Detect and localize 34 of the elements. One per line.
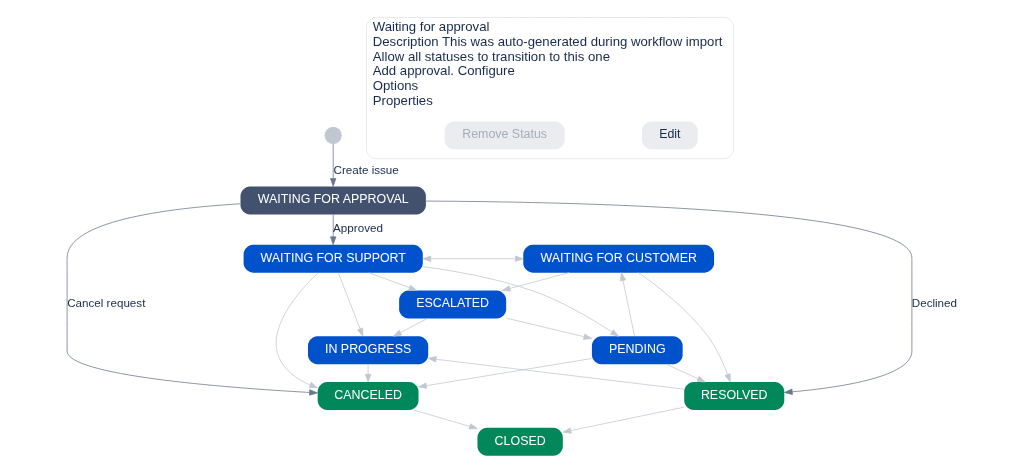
arrow [368,272,418,291]
arrow [393,318,428,337]
node-box: CANCELED [317,382,419,410]
arrow [422,255,524,262]
arrow [337,272,364,337]
arrow [422,266,619,337]
node-box: ESCALATED [399,290,507,319]
node-box: IN PROGRESS [308,336,429,365]
arrow [365,363,372,383]
arrow [418,358,592,389]
arrow [66,203,318,396]
arrow [562,406,685,434]
arrow [413,409,478,430]
arrow [501,272,570,292]
arrow [330,143,337,187]
node-box: CLOSED [477,427,563,456]
arrow [275,272,319,389]
arrow [638,272,731,383]
node-box: WAITING FOR CUSTOMER [523,244,715,273]
arrow [330,214,337,245]
arrow [619,272,635,337]
edge-label: Approved [333,221,383,235]
node-circle [324,126,342,144]
edge-label: Create issue [333,163,399,177]
arrow [427,356,685,390]
node-box: WAITING FOR SUPPORT [243,244,423,273]
edge-label: Declined [911,296,958,310]
node-box: WAITING FOR APPROVAL [240,186,426,215]
arrow [666,363,706,383]
edge-label: Cancel request [67,296,146,310]
arrow [425,200,913,395]
arrow [505,317,592,340]
node-box: PENDING [591,336,683,365]
node-box: RESOLVED [684,382,785,410]
